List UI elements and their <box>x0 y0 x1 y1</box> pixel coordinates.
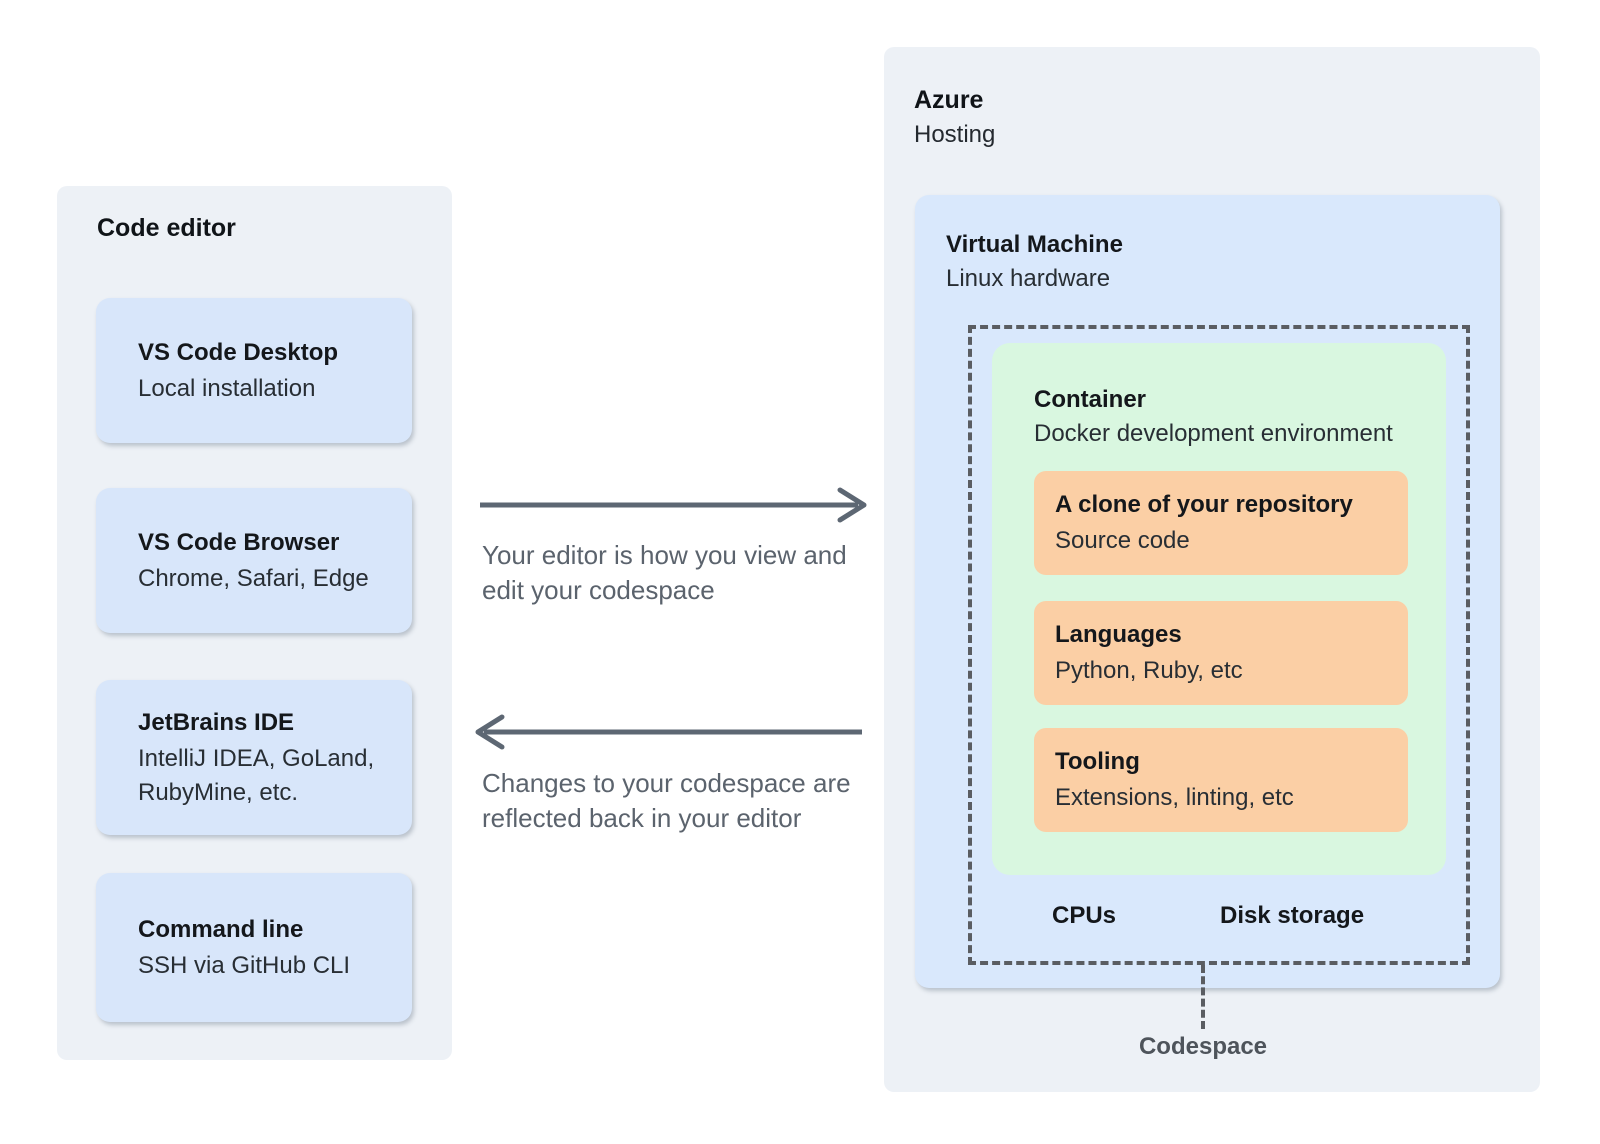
code-editor-panel-title: Code editor <box>97 214 236 242</box>
box-subtitle: IntelliJ IDEA, GoLand, RubyMine, etc. <box>138 744 375 806</box>
azure-panel-title: Azure <box>914 86 984 114</box>
code-editor-panel: Code editor VS Code Desktop Local instal… <box>57 186 452 1060</box>
azure-panel: Azure Hosting Virtual Machine Linux hard… <box>884 47 1540 1092</box>
codespace-connector-line <box>1201 965 1205 1029</box>
box-title: Languages <box>1055 621 1182 648</box>
editor-box-vscode-browser: VS Code Browser Chrome, Safari, Edge <box>96 488 412 633</box>
container-subtitle: Docker development environment <box>1034 420 1393 447</box>
box-subtitle: Python, Ruby, etc <box>1055 657 1243 684</box>
box-subtitle: SSH via GitHub CLI <box>138 951 351 979</box>
box-title: Tooling <box>1055 748 1140 775</box>
virtual-machine-title: Virtual Machine <box>946 231 1123 258</box>
editor-box-vscode-desktop: VS Code Desktop Local installation <box>96 298 412 443</box>
container-box: Container Docker development environment… <box>992 343 1446 875</box>
box-title: JetBrains IDE <box>138 708 295 736</box>
tooling-box: Tooling Extensions, linting, etc <box>1034 728 1408 832</box>
box-subtitle: Local installation <box>138 374 316 402</box>
box-title: Command line <box>138 915 304 943</box>
virtual-machine-subtitle: Linux hardware <box>946 265 1111 292</box>
editor-box-jetbrains-ide: JetBrains IDE IntelliJ IDEA, GoLand, Rub… <box>96 680 412 835</box>
box-title: VS Code Desktop <box>138 338 339 366</box>
arrow-right-icon <box>478 486 868 524</box>
box-subtitle: Chrome, Safari, Edge <box>138 564 369 592</box>
flow-label-from-codespace: Changes to your codespace are reflected … <box>482 768 851 833</box>
virtual-machine-box: Virtual Machine Linux hardware Container… <box>915 195 1500 988</box>
editor-box-command-line: Command line SSH via GitHub CLI <box>96 873 412 1022</box>
flow-label-to-codespace: Your editor is how you view and edit you… <box>482 540 847 605</box>
box-subtitle: Source code <box>1055 527 1190 554</box>
arrow-left-icon <box>474 713 864 751</box>
box-title: VS Code Browser <box>138 528 340 556</box>
container-title: Container <box>1034 386 1147 413</box>
cpus-label: CPUs <box>1052 902 1117 929</box>
box-title: A clone of your repository <box>1055 491 1353 518</box>
languages-box: Languages Python, Ruby, etc <box>1034 601 1408 705</box>
azure-panel-subtitle: Hosting <box>914 121 996 148</box>
codespace-boundary <box>968 325 1470 965</box>
codespace-label: Codespace <box>1138 1033 1268 1060</box>
box-subtitle: Extensions, linting, etc <box>1055 784 1294 811</box>
repository-clone-box: A clone of your repository Source code <box>1034 471 1408 575</box>
disk-storage-label: Disk storage <box>1220 902 1365 929</box>
